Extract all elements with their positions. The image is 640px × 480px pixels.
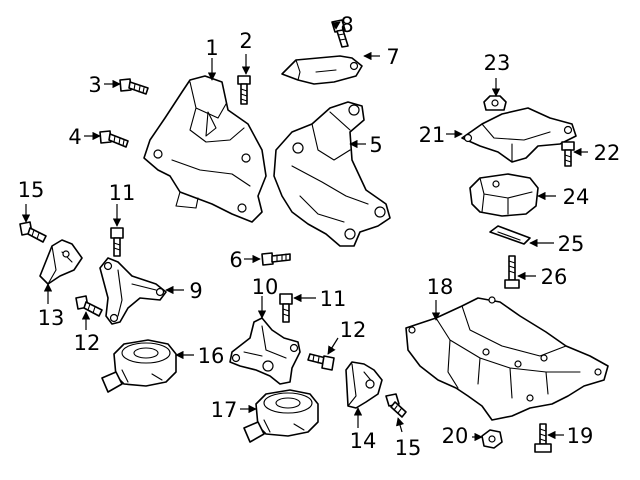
part-11-bolt-lower (279, 293, 293, 323)
part-9-bracket (99, 257, 167, 325)
callout-19: 19 (567, 424, 594, 448)
part-12-bolt-left (75, 295, 103, 317)
callout-26: 26 (541, 265, 568, 289)
callout-labels: 1 2 3 4 5 6 7 8 9 10 11 11 12 12 13 14 1… (18, 13, 621, 460)
callout-13: 13 (38, 306, 65, 330)
callout-8: 8 (340, 13, 353, 37)
callout-1: 1 (205, 36, 218, 60)
part-12-bolt-right (307, 353, 335, 371)
callout-11-upper: 11 (109, 181, 136, 205)
leader-lines (21, 21, 588, 442)
callout-6: 6 (229, 248, 242, 272)
callout-17: 17 (211, 398, 238, 422)
callout-15-right: 15 (395, 436, 422, 460)
callout-9: 9 (189, 279, 202, 303)
part-5-mount-bracket (273, 101, 391, 247)
part-14-bracket (345, 361, 383, 409)
callout-10: 10 (252, 275, 279, 299)
callout-12-left: 12 (74, 331, 101, 355)
part-19-bolt (534, 423, 552, 453)
part-10-bracket (229, 317, 301, 385)
callout-20: 20 (442, 424, 469, 448)
callout-7: 7 (386, 45, 399, 69)
part-25-shim (489, 225, 531, 245)
part-16-engine-mount (101, 339, 177, 393)
callout-16: 16 (198, 344, 225, 368)
part-22-bolt (561, 141, 575, 167)
callout-4: 4 (68, 125, 81, 149)
callout-21: 21 (419, 123, 446, 147)
part-7-heat-shield (281, 55, 363, 85)
callout-15-left: 15 (18, 178, 45, 202)
part-17-engine-mount (243, 389, 319, 443)
callout-14: 14 (350, 429, 377, 453)
part-2-bolt (237, 75, 251, 105)
part-13-bracket (39, 239, 83, 285)
part-3-bolt (119, 78, 149, 95)
part-23-nut (483, 95, 507, 111)
part-6-bolt (261, 252, 291, 266)
callout-5: 5 (369, 133, 382, 157)
part-15-bolt-left (19, 221, 47, 243)
callout-3: 3 (88, 73, 101, 97)
part-4-bolt (99, 130, 129, 148)
callout-22: 22 (594, 141, 621, 165)
part-24-mount-block (469, 173, 539, 217)
callout-18: 18 (427, 275, 454, 299)
callout-23: 23 (484, 51, 511, 75)
callout-24: 24 (563, 185, 590, 209)
part-26-stud-bolt (504, 255, 520, 289)
part-18-subframe (405, 296, 609, 421)
part-1-engine-mount-bracket (143, 75, 267, 223)
callout-2: 2 (239, 29, 252, 53)
part-21-bracket-plate (461, 107, 577, 163)
part-11-bolt-upper (110, 227, 124, 257)
callout-25: 25 (558, 232, 585, 256)
part-20-nut (481, 429, 503, 449)
callout-11-lower: 11 (320, 287, 347, 311)
callout-12-right: 12 (340, 318, 367, 342)
part-15-bolt-right (385, 393, 407, 418)
